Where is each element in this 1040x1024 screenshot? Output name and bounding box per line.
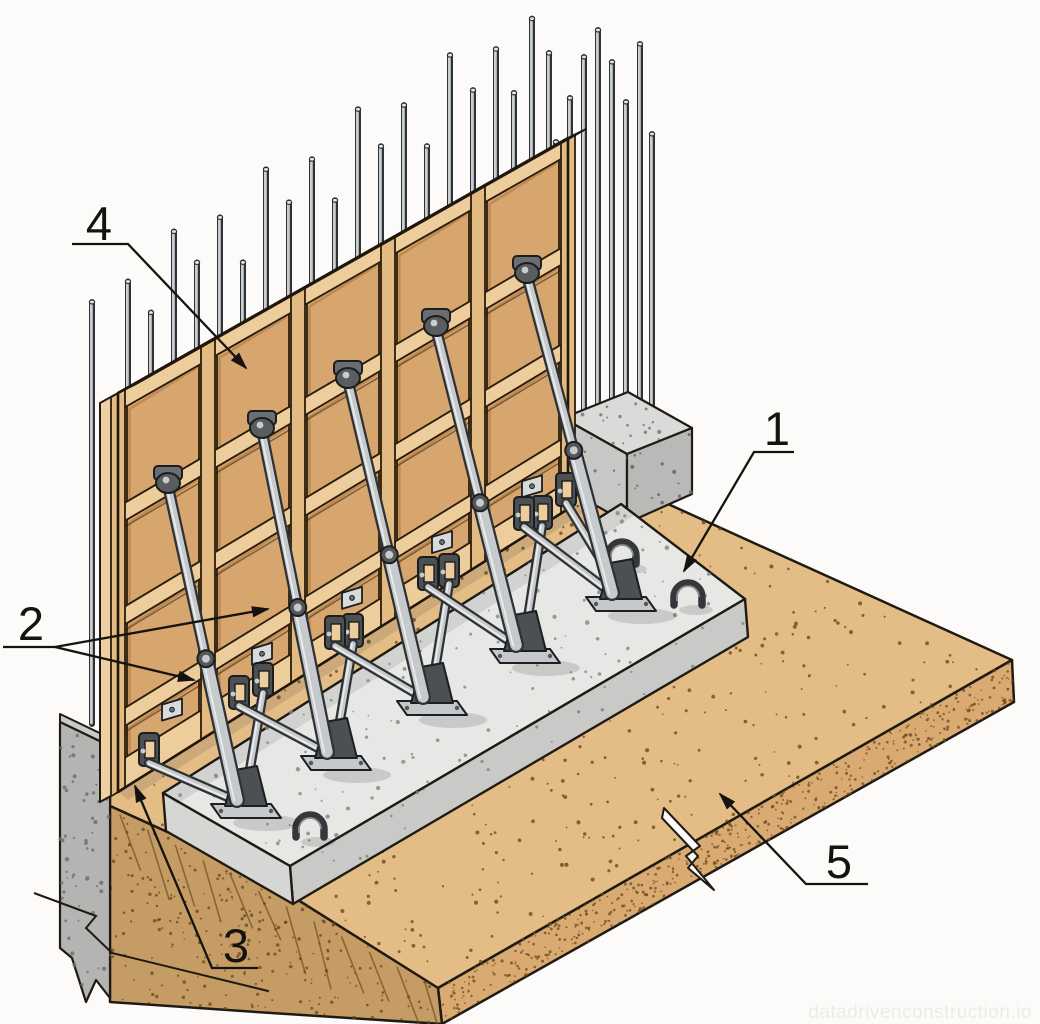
leader-line-3	[133, 784, 258, 970]
watermark: datadrivenconstruction.io	[808, 1002, 1032, 1023]
callout-number-2: 2	[18, 597, 44, 650]
callout-number-5: 5	[826, 835, 852, 888]
callout-4: 4	[72, 197, 248, 370]
callout-1: 1	[682, 402, 794, 573]
leader-line-1	[682, 450, 794, 573]
callout-number-4: 4	[86, 197, 112, 250]
callout-2: 2	[3, 597, 270, 682]
callout-3: 3	[133, 784, 258, 972]
props-and-braces	[138, 255, 676, 831]
callout-number-1: 1	[764, 402, 790, 455]
leader-line-4	[72, 242, 248, 370]
leader-line-2b	[54, 645, 196, 682]
callouts: 4 2 1 3 5	[3, 197, 868, 972]
callout-5: 5	[718, 792, 868, 888]
leader-line-5	[718, 792, 868, 886]
callout-number-3: 3	[223, 919, 249, 972]
